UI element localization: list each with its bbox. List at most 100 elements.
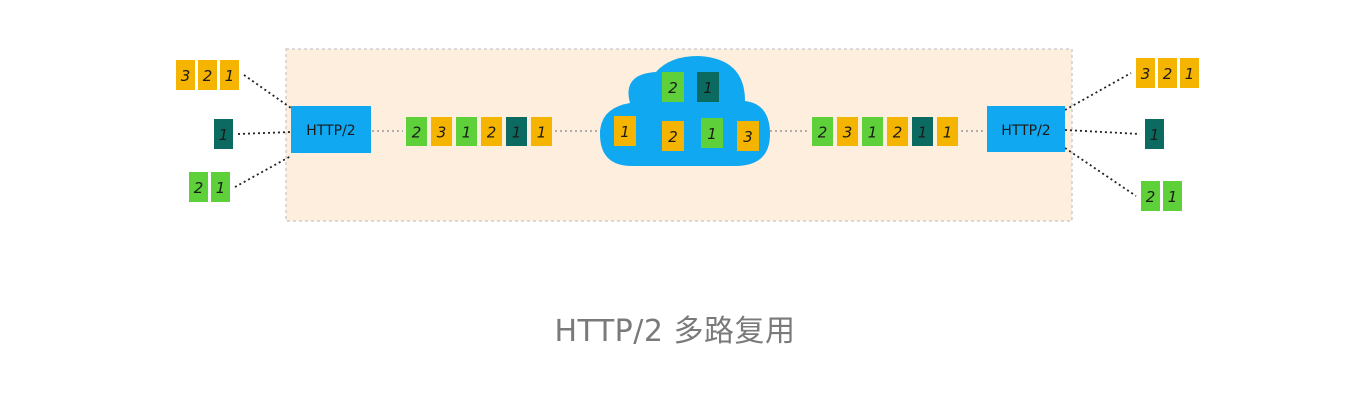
left-sequence-frame: 2 — [406, 117, 427, 146]
left-sequence-frame-box — [531, 117, 552, 146]
right-sequence-frame: 2 — [887, 117, 908, 146]
cloud-frame-label: 1 — [703, 79, 713, 97]
left-sequence-frame: 1 — [531, 117, 552, 146]
http2-left-label: HTTP/2 — [306, 123, 355, 139]
server-stream-orange-frame-label: 2 — [1163, 65, 1173, 83]
stream-connectors — [234, 72, 1141, 197]
left-sequence-frame: 1 — [506, 117, 527, 146]
server-stream-teal-frame: 1 — [1145, 119, 1164, 149]
client-stream-green-frame-box — [189, 172, 208, 202]
client-stream-green-frame: 2 — [189, 172, 208, 202]
server-stream-green-frame-label: 2 — [1146, 188, 1156, 206]
client-stream-teal-frame-box — [214, 119, 233, 149]
client-stream-green-frame: 1 — [211, 172, 230, 202]
cloud-frame: 2 — [662, 72, 684, 102]
server-stream-green-frame-label: 1 — [1168, 188, 1178, 206]
left-sequence-frame-label: 1 — [537, 124, 547, 142]
cloud-frame-label: 2 — [668, 128, 678, 146]
left-sequence-frame-label: 1 — [462, 124, 472, 142]
right-sequence-frame-box — [862, 117, 883, 146]
cloud-frame: 2 — [662, 121, 684, 151]
server-stream-green-connector — [1064, 147, 1137, 197]
server-stream-orange-frame: 2 — [1158, 58, 1177, 88]
server-stream-teal-frame-box — [1145, 119, 1164, 149]
right-sequence-frame: 1 — [912, 117, 933, 146]
client-stream-orange-frame-label: 2 — [203, 67, 213, 85]
left-sequence-frame-box — [456, 117, 477, 146]
right-sequence-frame-label: 3 — [843, 124, 853, 142]
right-sequence-frame-label: 1 — [868, 124, 878, 142]
client-stream-green-frame-box — [211, 172, 230, 202]
cloud-frame: 3 — [737, 121, 759, 151]
client-stream-orange-connector — [243, 74, 292, 109]
left-sequence-frame-label: 2 — [412, 124, 422, 142]
left-sequence-frame-label: 1 — [512, 124, 522, 142]
http2-box-right: HTTP/2 — [987, 106, 1065, 152]
client-stream-orange-frame-box — [220, 60, 239, 90]
right-sequence-frame-box — [912, 117, 933, 146]
cloud-frame: 1 — [614, 116, 636, 146]
cloud-frame-label: 2 — [668, 79, 678, 97]
cloud-frame-box — [614, 116, 636, 146]
left-sequence-frame: 1 — [456, 117, 477, 146]
cloud-frame-label: 3 — [743, 128, 753, 146]
left-sequence-frame-box — [506, 117, 527, 146]
http2-box-left: HTTP/2 — [291, 106, 371, 153]
client-stream-orange-frame: 1 — [220, 60, 239, 90]
server-stream-orange-frame: 1 — [1180, 58, 1199, 88]
server-stream-orange-frame-label: 3 — [1141, 65, 1151, 83]
client-stream-orange-frame-box — [198, 60, 217, 90]
right-sequence-frame-box — [837, 117, 858, 146]
server-stream-teal-connector — [1064, 129, 1141, 135]
right-sequence-frame-label: 2 — [818, 124, 828, 142]
server-stream-green-frame: 1 — [1163, 181, 1182, 211]
right-sequence-frame-label: 1 — [943, 124, 953, 142]
left-sequence-frame-label: 3 — [437, 124, 447, 142]
right-sequence-frame-box — [887, 117, 908, 146]
cloud-frame-box — [662, 121, 684, 151]
right-sequence-frame: 2 — [812, 117, 833, 146]
cloud-frame-box — [701, 118, 723, 148]
server-stream-green-frame-box — [1141, 181, 1160, 211]
http2-right-label: HTTP/2 — [1001, 123, 1050, 139]
server-stream-green-frame: 2 — [1141, 181, 1160, 211]
server-stream-green-frame-box — [1163, 181, 1182, 211]
right-sequence-frame-label: 2 — [893, 124, 903, 142]
client-stream-orange-frame-label: 1 — [225, 67, 235, 85]
client-stream-green-connector — [234, 155, 292, 188]
client-stream-teal-frame: 1 — [214, 119, 233, 149]
cloud-frame: 1 — [697, 72, 719, 102]
client-stream-teal-frame-label: 1 — [219, 126, 229, 144]
server-stream-orange-frame: 3 — [1136, 58, 1155, 88]
left-sequence-frame: 3 — [431, 117, 452, 146]
cloud-frame-label: 1 — [620, 123, 630, 141]
right-sequence-frame-box — [937, 117, 958, 146]
client-stream-orange-frame-label: 3 — [181, 67, 191, 85]
server-stream-orange-frame-box — [1158, 58, 1177, 88]
left-sequence-frame-box — [406, 117, 427, 146]
server-stream-orange-frame-box — [1180, 58, 1199, 88]
client-stream-green-frame-label: 1 — [216, 179, 226, 197]
right-sequence-frame: 1 — [937, 117, 958, 146]
left-sequence-frame: 2 — [481, 117, 502, 146]
cloud-frame: 1 — [701, 118, 723, 148]
cloud-frame-box — [662, 72, 684, 102]
server-stream-orange-frame-label: 1 — [1185, 65, 1195, 83]
diagram-caption: HTTP/2 多路复用 — [554, 314, 796, 349]
client-stream-green-frame-label: 2 — [194, 179, 204, 197]
client-stream-orange-frame: 3 — [176, 60, 195, 90]
cloud-frame-box — [697, 72, 719, 102]
server-stream-teal-frame-label: 1 — [1150, 126, 1160, 144]
server-stream-orange-connector — [1064, 72, 1132, 111]
network-cloud — [600, 56, 770, 166]
left-sequence-frame-box — [431, 117, 452, 146]
cloud-frame-box — [737, 121, 759, 151]
right-sequence-frame: 1 — [862, 117, 883, 146]
client-stream-orange-frame-box — [176, 60, 195, 90]
cloud-frame-label: 1 — [707, 125, 717, 143]
left-sequence-frame-box — [481, 117, 502, 146]
client-stream-orange-frame: 2 — [198, 60, 217, 90]
